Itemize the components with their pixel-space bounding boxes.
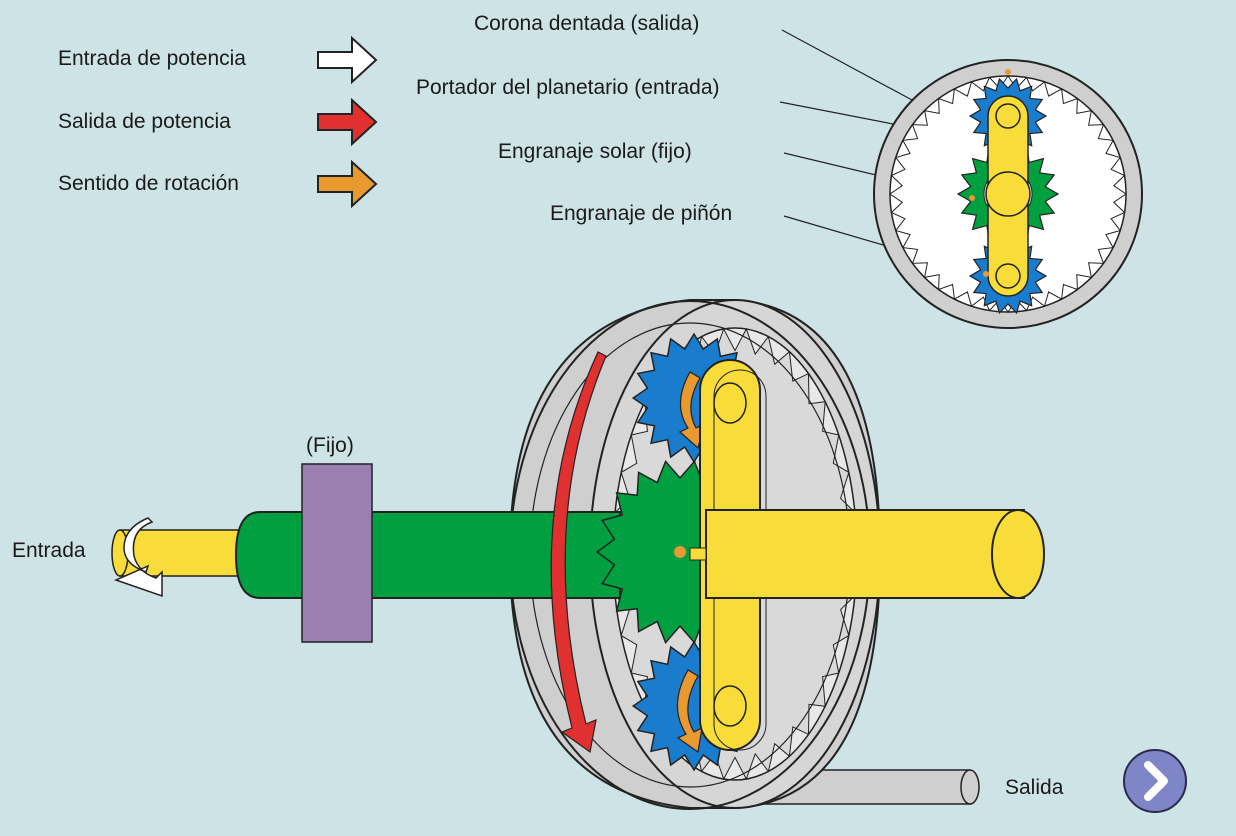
legend-rotation-label: Sentido de rotación (58, 172, 239, 195)
input-label: Entrada (12, 539, 86, 562)
callout-sun-gear: Engranaje solar (fijo) (498, 140, 692, 163)
power-in-arrow-icon (317, 35, 378, 85)
input-rotation-arrow-icon (113, 517, 163, 598)
end-view-diagram (873, 59, 1143, 329)
callout-ring-gear: Corona dentada (salida) (474, 12, 700, 35)
chevron-right-icon (1123, 749, 1187, 813)
brake-block (301, 463, 373, 643)
pinion-rotation-arrow-bottom-icon (676, 669, 703, 754)
fixed-label: (Fijo) (306, 434, 354, 457)
power-out-arrow-icon (317, 97, 378, 147)
legend-power-in-label: Entrada de potencia (58, 47, 246, 70)
next-button[interactable] (1122, 748, 1188, 814)
planet-carrier (689, 359, 1045, 751)
output-label: Salida (1005, 776, 1064, 799)
rotation-arrow-icon (317, 159, 378, 209)
legend-power-out-label: Salida de potencia (58, 110, 231, 133)
callout-pinion-gear: Engranaje de piñón (550, 202, 733, 225)
ring-rotation-arrow-icon (550, 351, 607, 754)
callout-planet-carrier: Portador del planetario (entrada) (416, 76, 720, 99)
